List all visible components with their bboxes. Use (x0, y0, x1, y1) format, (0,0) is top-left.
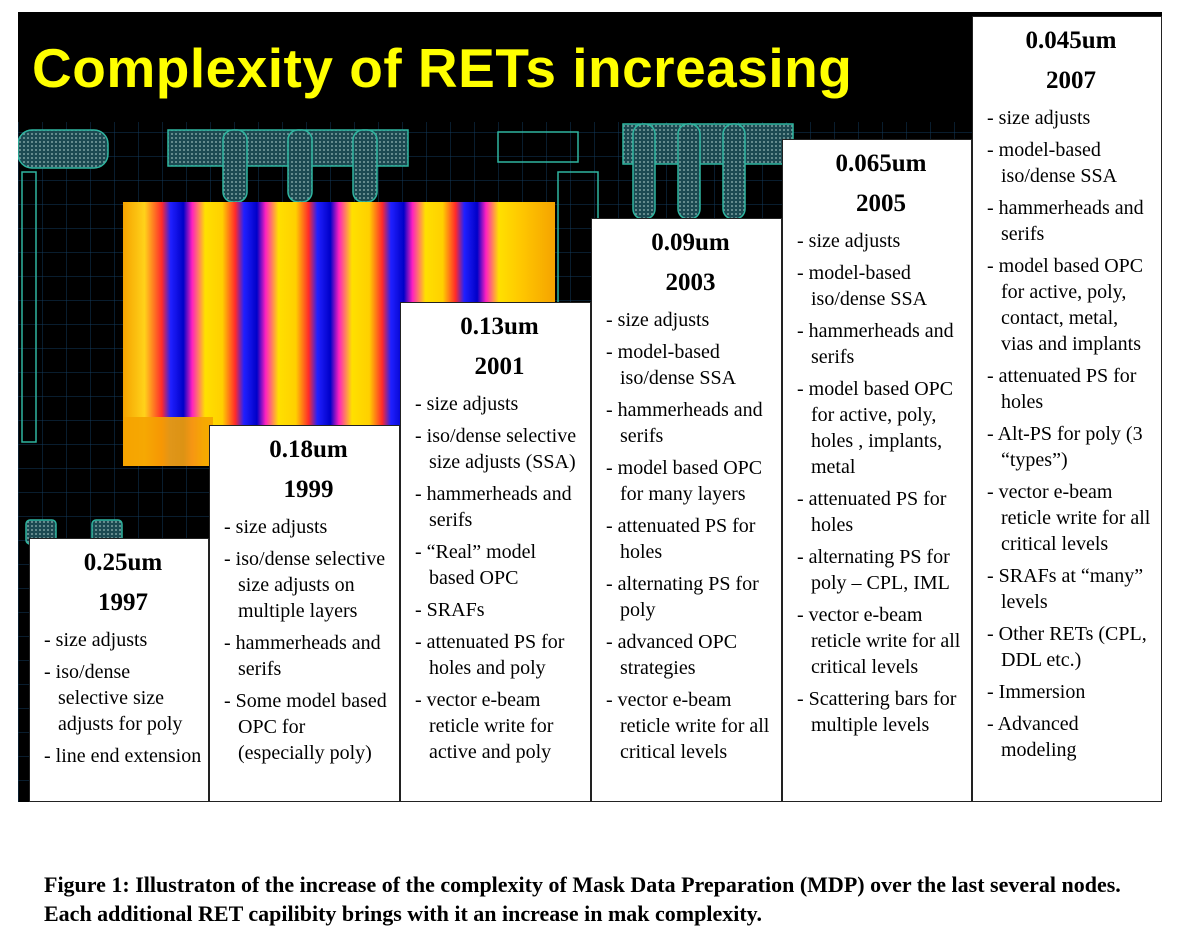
ret-item: size adjusts (224, 514, 393, 540)
ret-item: model-based iso/dense SSA (987, 137, 1155, 189)
ret-item: Immersion (987, 679, 1155, 705)
ret-item: model based OPC for active, poly, holes … (797, 376, 965, 480)
ret-complexity-figure: Complexity of RETs increasing 0.25um 199… (18, 12, 1162, 802)
node-0-09um: 0.09um 2003 size adjusts model-based iso… (591, 218, 782, 802)
ret-item: model-based iso/dense SSA (797, 260, 965, 312)
layout-polygons (18, 123, 794, 545)
node-year: 1999 (283, 476, 334, 503)
node-year: 2001 (474, 353, 525, 380)
ret-item: iso/dense selective size adjusts for pol… (44, 659, 202, 737)
ret-item: attenuated PS for holes (797, 486, 965, 538)
ret-item: Alt-PS for poly (3 “types”) (987, 421, 1155, 473)
node-year: 2005 (856, 190, 906, 217)
ret-item: model based OPC for many layers (606, 455, 775, 507)
ret-item: attenuated PS for holes (606, 513, 775, 565)
ret-list: size adjusts iso/dense selective size ad… (44, 627, 202, 769)
node-0-045um: 0.045um 2007 size adjusts model-based is… (972, 16, 1162, 802)
ret-item: iso/dense selective size adjusts on mult… (224, 546, 393, 624)
node-year: 2007 (1046, 67, 1096, 94)
ret-item: model-based iso/dense SSA (606, 339, 775, 391)
slide-title: Complexity of RETs increasing (32, 37, 853, 99)
ret-item: model based OPC for active, poly, contac… (987, 253, 1155, 357)
node-size: 0.25um (83, 549, 163, 576)
ret-item: alternating PS for poly – CPL, IML (797, 544, 965, 596)
ret-item: advanced OPC strategies (606, 629, 775, 681)
node-size: 0.18um (269, 436, 348, 463)
figure-caption: Figure 1: Illustraton of the increase of… (44, 872, 1121, 926)
node-0-25um: 0.25um 1997 size adjusts iso/dense selec… (29, 538, 209, 802)
node-0-13um: 0.13um 2001 size adjusts iso/dense selec… (400, 302, 591, 802)
ret-item: vector e-beam reticle write for all crit… (987, 479, 1155, 557)
ret-item: vector e-beam reticle write for all crit… (606, 687, 775, 765)
ret-item: hammerheads and serifs (415, 481, 584, 533)
ret-item: size adjusts (797, 228, 965, 254)
ret-item: hammerheads and serifs (224, 630, 393, 682)
ret-list: size adjusts iso/dense selective size ad… (224, 514, 393, 766)
ret-item: size adjusts (415, 391, 584, 417)
ret-item: iso/dense selective size adjusts (SSA) (415, 423, 584, 475)
ret-list: size adjusts iso/dense selective size ad… (415, 391, 584, 765)
node-size: 0.065um (835, 150, 927, 177)
ret-item: Other RETs (CPL, DDL etc.) (987, 621, 1155, 673)
node-0-18um: 0.18um 1999 size adjusts iso/dense selec… (209, 425, 400, 802)
ret-item: Some model based OPC for (especially pol… (224, 688, 393, 766)
node-size: 0.045um (1025, 27, 1117, 54)
ret-item: hammerheads and serifs (606, 397, 775, 449)
ret-item: “Real” model based OPC (415, 539, 584, 591)
node-size: 0.09um (651, 229, 730, 256)
ret-item: alternating PS for poly (606, 571, 775, 623)
ret-item: SRAFs at “many” levels (987, 563, 1155, 615)
ret-item: attenuated PS for holes (987, 363, 1155, 415)
ret-item: Scattering bars for multiple levels (797, 686, 965, 738)
ret-item: size adjusts (987, 105, 1155, 131)
ret-item: attenuated PS for holes and poly (415, 629, 584, 681)
ret-item: vector e-beam reticle write for all crit… (797, 602, 965, 680)
ret-item: Advanced modeling (987, 711, 1155, 763)
ret-item: line end extension (44, 743, 202, 769)
node-year: 1997 (98, 589, 148, 616)
ret-item: SRAFs (415, 597, 584, 623)
ret-item: size adjusts (606, 307, 775, 333)
ret-list: size adjusts model-based iso/dense SSA h… (797, 228, 965, 738)
node-size: 0.13um (460, 313, 539, 340)
node-0-065um: 0.065um 2005 size adjusts model-based is… (782, 139, 972, 802)
node-year: 2003 (665, 269, 716, 296)
ret-list: size adjusts model-based iso/dense SSA h… (987, 105, 1155, 763)
ret-item: vector e-beam reticle write for active a… (415, 687, 584, 765)
ret-item: hammerheads and serifs (797, 318, 965, 370)
ret-item: hammerheads and serifs (987, 195, 1155, 247)
ret-item: size adjusts (44, 627, 202, 653)
ret-list: size adjusts model-based iso/dense SSA h… (606, 307, 775, 765)
